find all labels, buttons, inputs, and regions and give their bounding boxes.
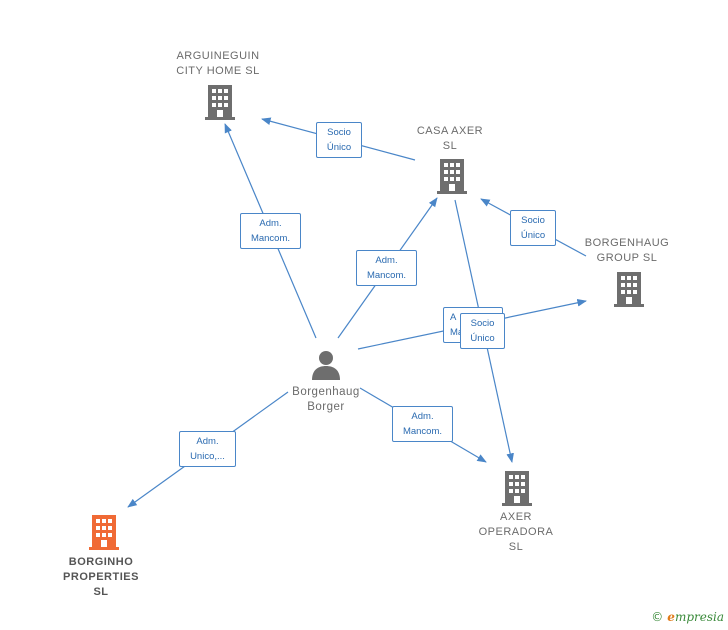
edge-label-adm-mancom[interactable]: Adm. Mancom. <box>392 406 453 442</box>
building-icon <box>502 471 532 506</box>
edge-label-adm-unico[interactable]: Adm. Unico,... <box>179 431 236 467</box>
node-label-axer-operadora[interactable]: AXER OPERADORA SL <box>478 511 554 553</box>
node-label-arguineguin[interactable]: ARGUINEGUIN CITY HOME SL <box>176 50 260 77</box>
brand-name: mpresia <box>674 610 724 624</box>
edge-label-adm-mancom[interactable]: Adm. Mancom. <box>356 250 417 286</box>
building-icon <box>437 159 467 194</box>
edge-label-socio-unico[interactable]: Socio Único <box>510 210 556 246</box>
person-icon <box>312 351 340 380</box>
edge-label-socio-unico[interactable]: Socio Único <box>316 122 362 158</box>
node-label-borgenhaug-group[interactable]: BORGENHAUG GROUP SL <box>584 237 670 264</box>
building-icon <box>89 515 119 550</box>
building-icon <box>205 85 235 120</box>
building-icon <box>614 272 644 307</box>
node-label-borginho[interactable]: BORGINHO PROPERTIES SL <box>63 556 139 598</box>
brand-initial: e <box>667 610 675 624</box>
node-label-casa-axer[interactable]: CASA AXER SL <box>416 125 484 152</box>
node-label-borgenhaug-borger[interactable]: Borgenhaug Borger <box>292 386 360 413</box>
copyright-icon: © <box>651 610 664 624</box>
brand-footer: ©empresia <box>651 610 724 624</box>
edge-label-adm-mancom[interactable]: Adm. Mancom. <box>240 213 301 249</box>
edge-label-socio-unico[interactable]: Socio Único <box>460 313 505 349</box>
